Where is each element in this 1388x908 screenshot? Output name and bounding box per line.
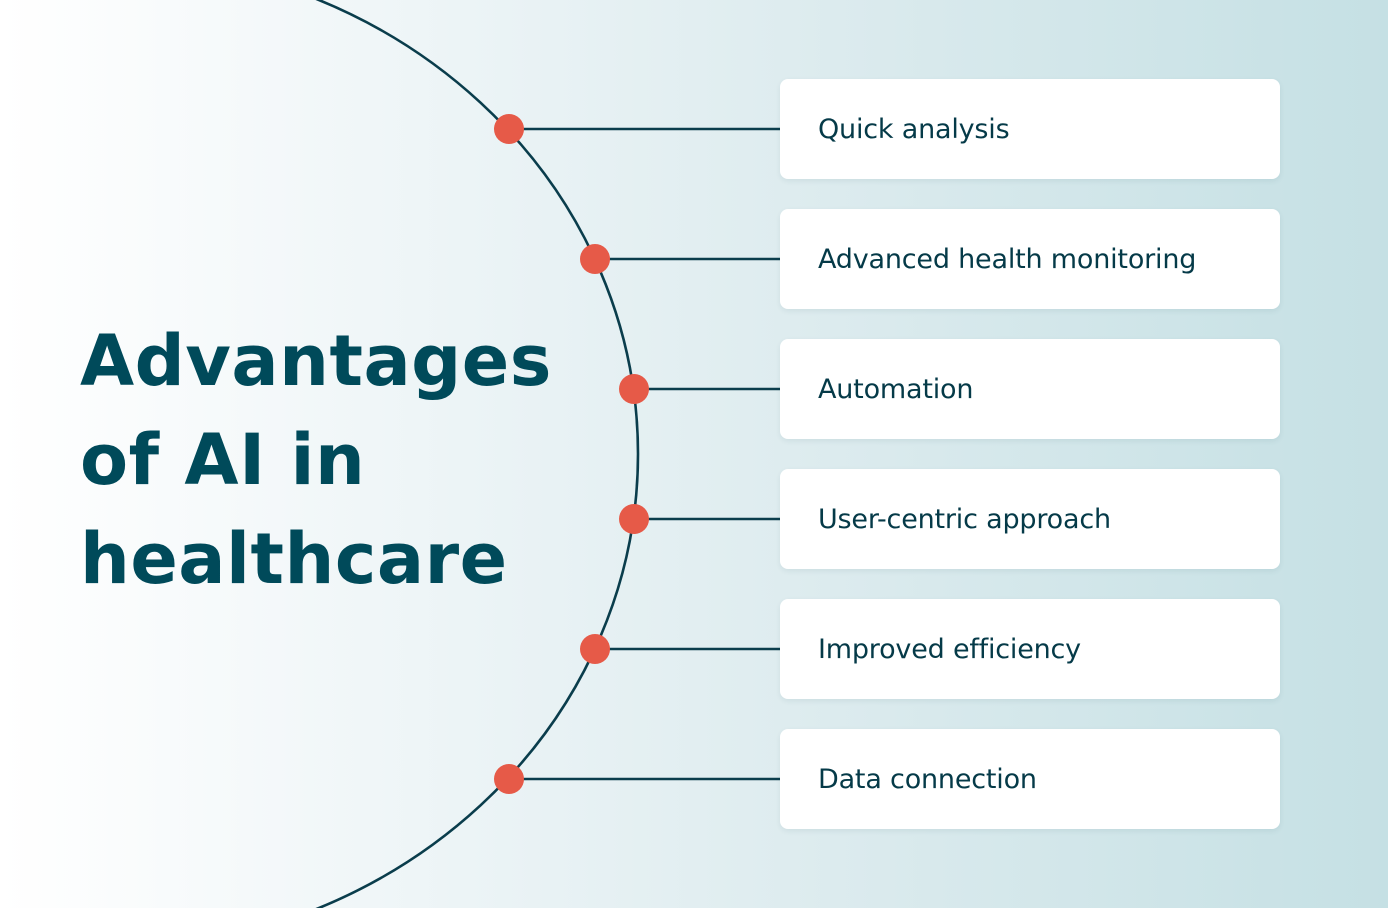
marker-dot-icon bbox=[494, 764, 524, 794]
card-automation: Automation bbox=[780, 339, 1280, 439]
card-label: Data connection bbox=[818, 763, 1037, 795]
marker-dot-icon bbox=[580, 634, 610, 664]
marker-dot-icon bbox=[494, 114, 524, 144]
title-line-2: of AI in bbox=[80, 419, 366, 501]
arc bbox=[315, 0, 640, 908]
card-label: Automation bbox=[818, 373, 974, 405]
card-improved-efficiency: Improved efficiency bbox=[780, 599, 1280, 699]
card-label: Improved efficiency bbox=[818, 633, 1081, 665]
card-label: User-centric approach bbox=[818, 503, 1111, 535]
page-title: Advantages of AI in healthcare bbox=[80, 312, 552, 609]
title-line-3: healthcare bbox=[80, 518, 508, 600]
marker-dot-icon bbox=[619, 374, 649, 404]
card-advanced-health-monitoring: Advanced health monitoring bbox=[780, 209, 1280, 309]
marker-dot-icon bbox=[619, 504, 649, 534]
card-label: Quick analysis bbox=[818, 113, 1010, 145]
card-user-centric-approach: User-centric approach bbox=[780, 469, 1280, 569]
card-label: Advanced health monitoring bbox=[818, 243, 1197, 275]
card-data-connection: Data connection bbox=[780, 729, 1280, 829]
marker-dot-icon bbox=[580, 244, 610, 274]
title-line-1: Advantages bbox=[80, 320, 552, 402]
card-quick-analysis: Quick analysis bbox=[780, 79, 1280, 179]
